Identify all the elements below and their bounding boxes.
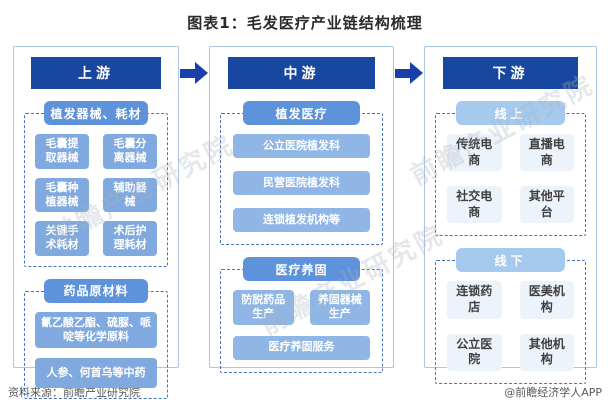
midstream-column: 中游 植发医疗 公立医院植发科 民营医院植发科 连锁植发机构等 医疗养固 防脱药… <box>209 46 394 373</box>
item-private-hospital-dept: 民营医院植发科 <box>233 171 370 195</box>
downstream-group-offline: 线下 连锁药店 医美机构 公立医院 其他机构 <box>435 248 586 384</box>
upstream-header: 上游 <box>31 57 161 89</box>
item-care-device-production: 养固器械生产 <box>309 290 370 325</box>
downstream-header: 下游 <box>442 57 579 89</box>
midstream-care-grid: 防脱药品生产 养固器械生产 <box>233 290 370 325</box>
downstream-column: 下游 线上 传统电商 直播电商 社交电商 其他平台 线下 连锁药店 <box>424 46 597 384</box>
midstream-header: 中游 <box>228 57 375 89</box>
downstream-group-offline-label: 线下 <box>456 248 565 273</box>
item-other-platforms: 其他平台 <box>519 186 574 224</box>
item-traditional-ecommerce: 传统电商 <box>447 134 502 172</box>
arrow-shaft <box>395 68 410 78</box>
downstream-group-online: 线上 传统电商 直播电商 社交电商 其他平台 <box>435 101 586 237</box>
midstream-transplant-stack: 公立医院植发科 民营医院植发科 连锁植发机构等 <box>233 134 370 232</box>
item-public-hospital-dept: 公立医院植发科 <box>233 134 370 158</box>
downstream-group-online-body: 传统电商 直播电商 社交电商 其他平台 <box>435 113 586 237</box>
item-medical-care-services: 医疗养固服务 <box>233 335 370 360</box>
arrow-shaft <box>180 68 195 78</box>
upstream-group-materials-body: 氰乙酸乙酯、硫脲、哌啶等化学原料 人参、何首乌等中药 <box>24 290 168 400</box>
item-tcm-raw-materials: 人参、何首乌等中药 <box>35 358 157 389</box>
gap-upstream-midstream <box>179 46 209 368</box>
upstream-group-devices-label: 植发器械、耗材 <box>44 101 148 125</box>
item-antihairloss-drug-production: 防脱药品生产 <box>233 290 294 325</box>
midstream-group-care: 医疗养固 防脱药品生产 养固器械生产 医疗养固服务 <box>220 257 383 373</box>
downstream-online-grid: 传统电商 直播电商 社交电商 其他平台 <box>447 134 574 224</box>
source-note: 资料来源：前瞻产业研究院 <box>8 386 140 399</box>
upstream-group-devices: 植发器械、耗材 毛囊提取器械 毛囊分离器械 毛囊种植器械 辅助器械 关键手术耗材… <box>24 101 168 267</box>
gap-midstream-downstream <box>394 46 424 368</box>
footer: 资料来源：前瞻产业研究院 @前瞻经济学人APP <box>8 384 602 400</box>
upstream-group-materials: 药品原材料 氰乙酸乙酯、硫脲、哌啶等化学原料 人参、何首乌等中药 <box>24 278 168 400</box>
item-chain-transplant-institutions: 连锁植发机构等 <box>233 208 370 232</box>
downstream-offline-grid: 连锁药店 医美机构 公立医院 其他机构 <box>447 281 574 371</box>
page-title: 图表1：毛发医疗产业链结构梳理 <box>187 14 423 32</box>
brand-note: @前瞻经济学人APP <box>504 386 602 399</box>
upstream-devices-grid: 毛囊提取器械 毛囊分离器械 毛囊种植器械 辅助器械 关键手术耗材 术后护理耗材 <box>35 134 157 256</box>
midstream-group-transplant-body: 公立医院植发科 民营医院植发科 连锁植发机构等 <box>220 113 383 245</box>
arrow-right-icon <box>395 62 423 84</box>
upstream-group-materials-label: 药品原材料 <box>44 278 148 303</box>
item-public-hospitals: 公立医院 <box>447 333 502 371</box>
midstream-group-care-body: 防脱药品生产 养固器械生产 医疗养固服务 <box>220 269 383 373</box>
arrow-head <box>195 62 208 84</box>
item-social-ecommerce: 社交电商 <box>447 186 502 224</box>
item-postop-care-consumables: 术后护理耗材 <box>103 221 157 256</box>
midstream-group-transplant-label: 植发医疗 <box>242 101 361 125</box>
item-other-institutions: 其他机构 <box>519 333 574 371</box>
downstream-group-offline-body: 连锁药店 医美机构 公立医院 其他机构 <box>435 260 586 384</box>
item-chain-pharmacies: 连锁药店 <box>447 281 502 319</box>
downstream-group-online-label: 线上 <box>456 101 565 125</box>
upstream-column: 上游 植发器械、耗材 毛囊提取器械 毛囊分离器械 毛囊种植器械 辅助器械 关键手… <box>13 46 179 400</box>
midstream-group-care-label: 医疗养固 <box>242 257 361 281</box>
industry-chain-diagram: 上游 植发器械、耗材 毛囊提取器械 毛囊分离器械 毛囊种植器械 辅助器械 关键手… <box>13 46 598 400</box>
midstream-group-transplant: 植发医疗 公立医院植发科 民营医院植发科 连锁植发机构等 <box>220 101 383 245</box>
item-key-surgical-consumables: 关键手术耗材 <box>35 221 89 256</box>
arrow-right-icon <box>180 62 208 84</box>
item-follicle-separation-devices: 毛囊分离器械 <box>103 134 157 169</box>
item-livestream-ecommerce: 直播电商 <box>519 134 574 172</box>
upstream-group-devices-body: 毛囊提取器械 毛囊分离器械 毛囊种植器械 辅助器械 关键手术耗材 术后护理耗材 <box>24 113 168 267</box>
arrow-head <box>410 62 423 84</box>
item-auxiliary-devices: 辅助器械 <box>103 177 157 213</box>
item-follicle-implant-devices: 毛囊种植器械 <box>35 177 89 213</box>
item-follicle-extraction-devices: 毛囊提取器械 <box>35 134 89 169</box>
item-aesthetic-institutions: 医美机构 <box>519 281 574 319</box>
item-chemical-raw-materials: 氰乙酸乙酯、硫脲、哌啶等化学原料 <box>35 311 157 349</box>
upstream-materials-stack: 氰乙酸乙酯、硫脲、哌啶等化学原料 人参、何首乌等中药 <box>35 311 157 389</box>
